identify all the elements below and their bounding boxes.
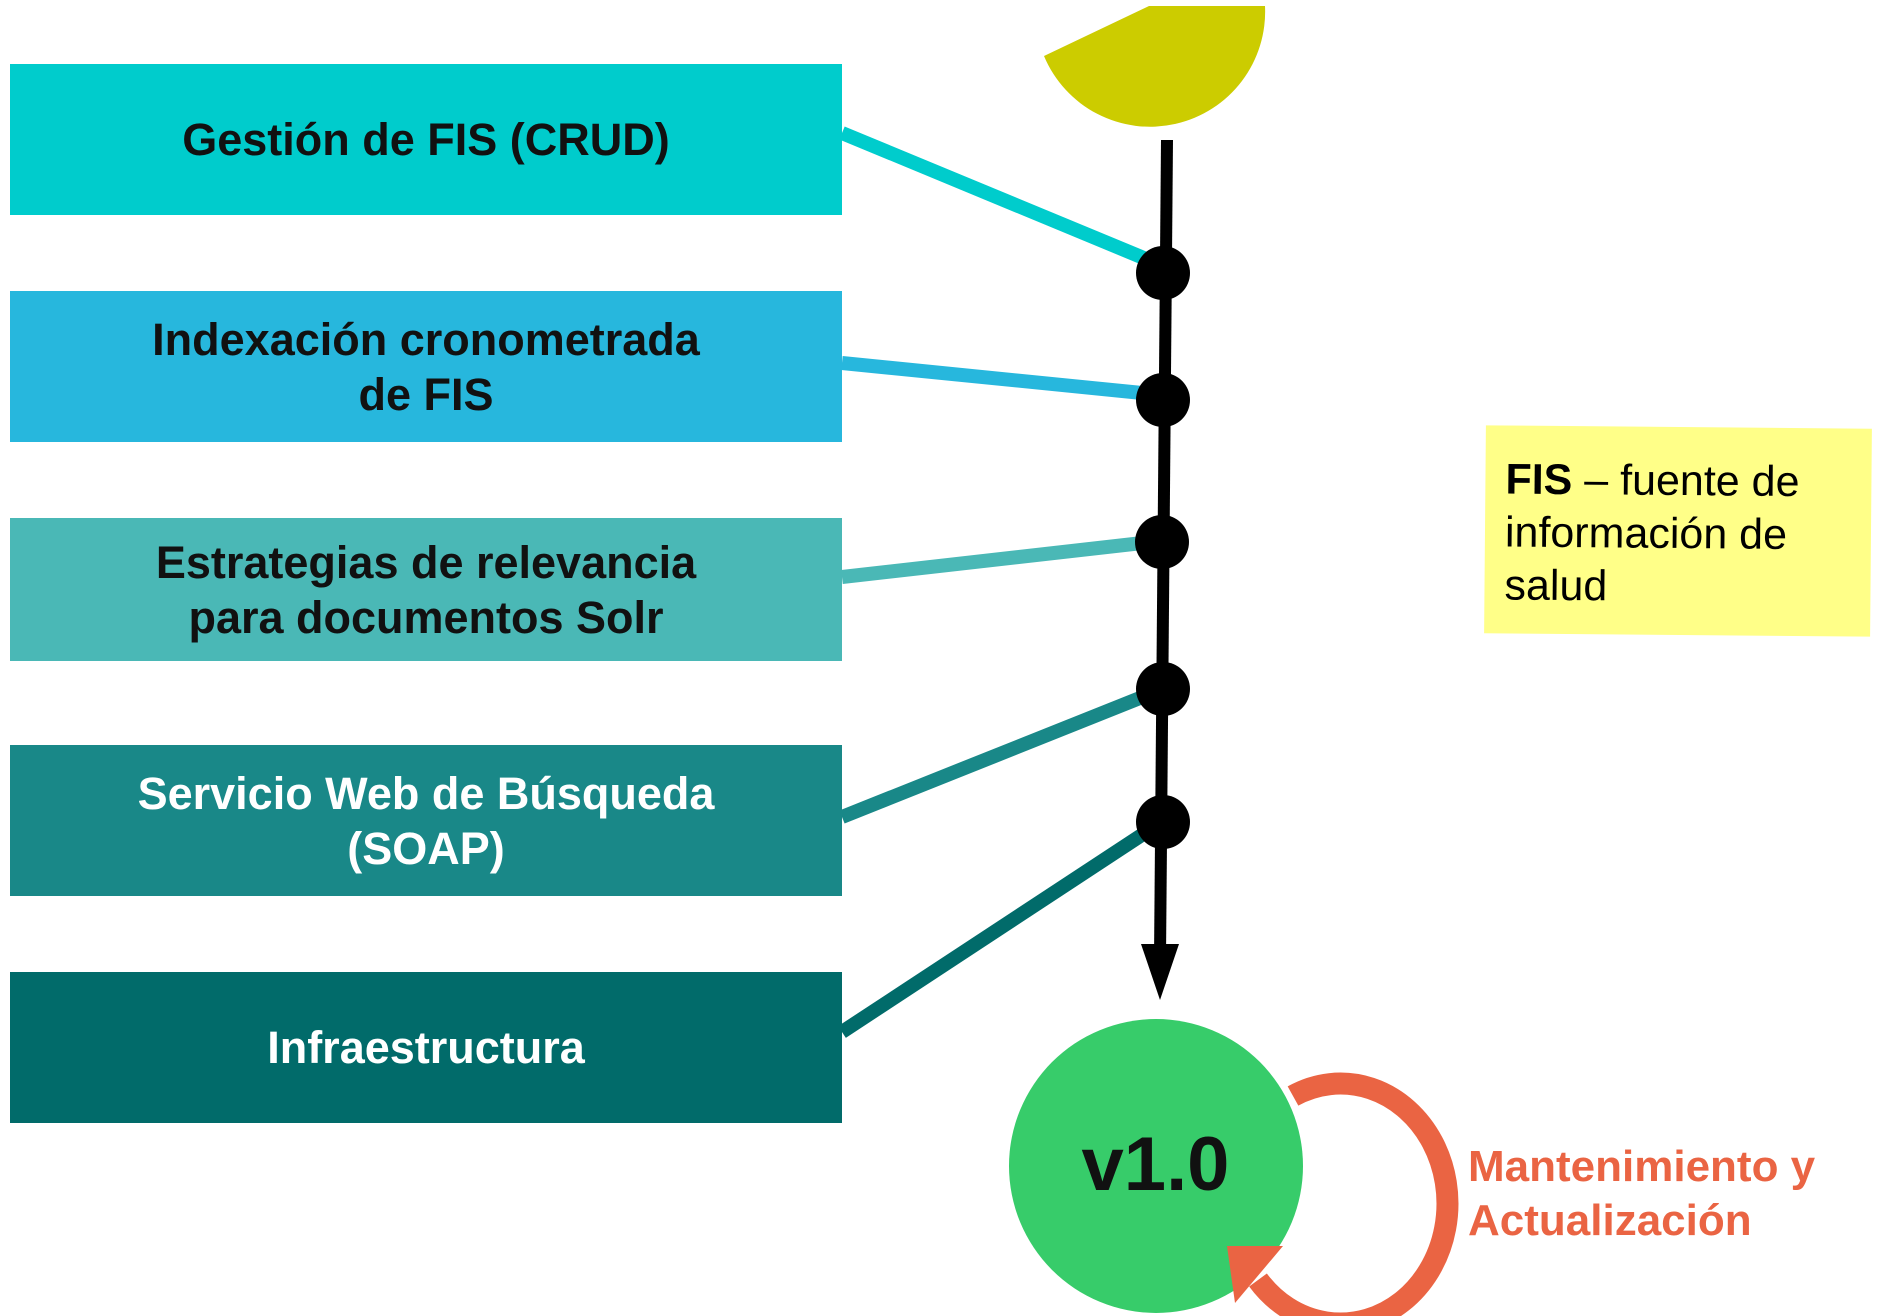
connector-line [839, 683, 1163, 824]
component-label: Estrategias de relevancia para documento… [155, 536, 697, 643]
component-box-relevance: Estrategias de relevancia para documento… [10, 518, 842, 661]
component-box-infrastructure: Infraestructura [10, 972, 842, 1123]
timeline-arrowhead [1141, 944, 1179, 1000]
connector-line [838, 817, 1164, 1038]
component-box-search-service: Servicio Web de Búsqueda (SOAP) [10, 745, 842, 896]
cycle-arrow-arc [1249, 1072, 1459, 1316]
cycle-label: Mantenimiento y Actualización [1468, 1142, 1816, 1245]
version-circle [1009, 1019, 1303, 1313]
note-term: FIS [1505, 455, 1573, 505]
component-box-crud: Gestión de FIS (CRUD) [10, 64, 842, 215]
milestone-dot [1136, 662, 1190, 716]
component-box-indexing: Indexación cronometrada de FIS [10, 291, 842, 442]
milestone-dot [1135, 515, 1189, 569]
glossary-note: FIS – fuente de información de salud [1484, 425, 1872, 636]
connector-line [839, 126, 1166, 273]
connector-line [841, 356, 1163, 402]
component-label: Servicio Web de Búsqueda (SOAP) [137, 767, 715, 874]
milestone-dot [1136, 795, 1190, 849]
connector-line [841, 534, 1161, 584]
sticky-note [1484, 425, 1872, 637]
component-label: Infraestructura [267, 1022, 585, 1073]
component-label: Gestión de FIS (CRUD) [182, 114, 670, 165]
component-label: Indexación cronometrada de FIS [152, 313, 700, 420]
cycle-arrow-head [1227, 1246, 1283, 1303]
version-label: v1.0 [1081, 1122, 1230, 1207]
seed-shape [1044, 6, 1266, 127]
milestone-dot [1136, 246, 1190, 300]
milestone-dot [1136, 373, 1190, 427]
